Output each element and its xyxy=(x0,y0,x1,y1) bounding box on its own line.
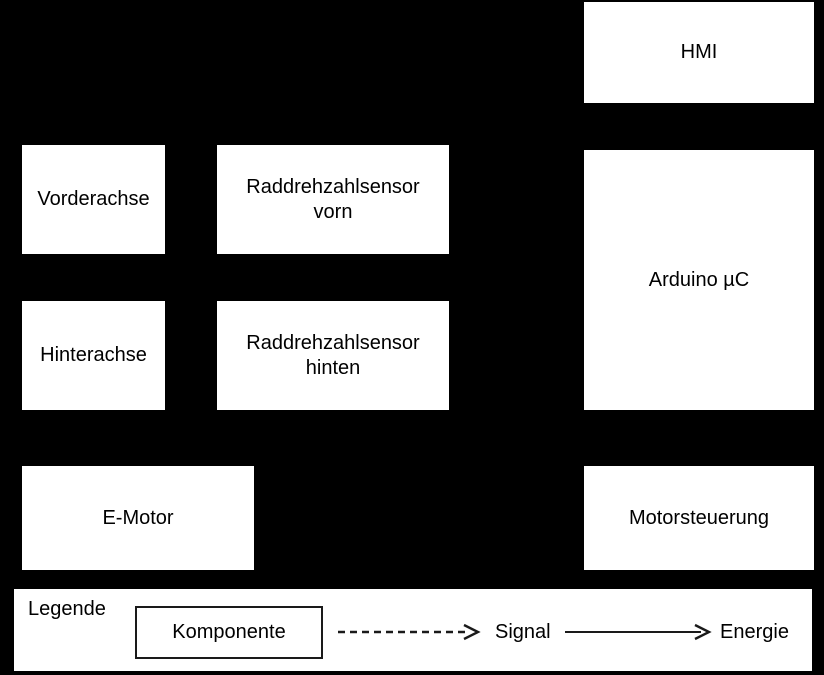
legend-component-swatch: Komponente xyxy=(135,606,323,659)
component-node-arduino-mc[interactable]: Arduino µC xyxy=(584,150,814,410)
legend-energy-solid-arrow-icon xyxy=(565,623,712,641)
legend-panel: Legende Komponente Signal Energie xyxy=(14,589,812,673)
component-node-hmi[interactable]: HMI xyxy=(584,2,814,103)
component-node-motorsteuerung[interactable]: Motorsteuerung xyxy=(584,466,814,570)
legend-title: Legende xyxy=(28,598,106,620)
component-node-raddrehzahlsensor-hinten[interactable]: Raddrehzahlsensor hinten xyxy=(217,301,449,410)
component-node-vorderachse[interactable]: Vorderachse xyxy=(22,145,165,254)
component-node-e-motor[interactable]: E-Motor xyxy=(22,466,254,570)
legend-signal-label: Signal xyxy=(495,621,551,643)
component-node-hinterachse[interactable]: Hinterachse xyxy=(22,301,165,410)
component-node-raddrehzahlsensor-vorn[interactable]: Raddrehzahlsensor vorn xyxy=(217,145,449,254)
legend-signal-dashed-arrow-icon xyxy=(338,623,481,641)
legend-energy-label: Energie xyxy=(720,621,789,643)
